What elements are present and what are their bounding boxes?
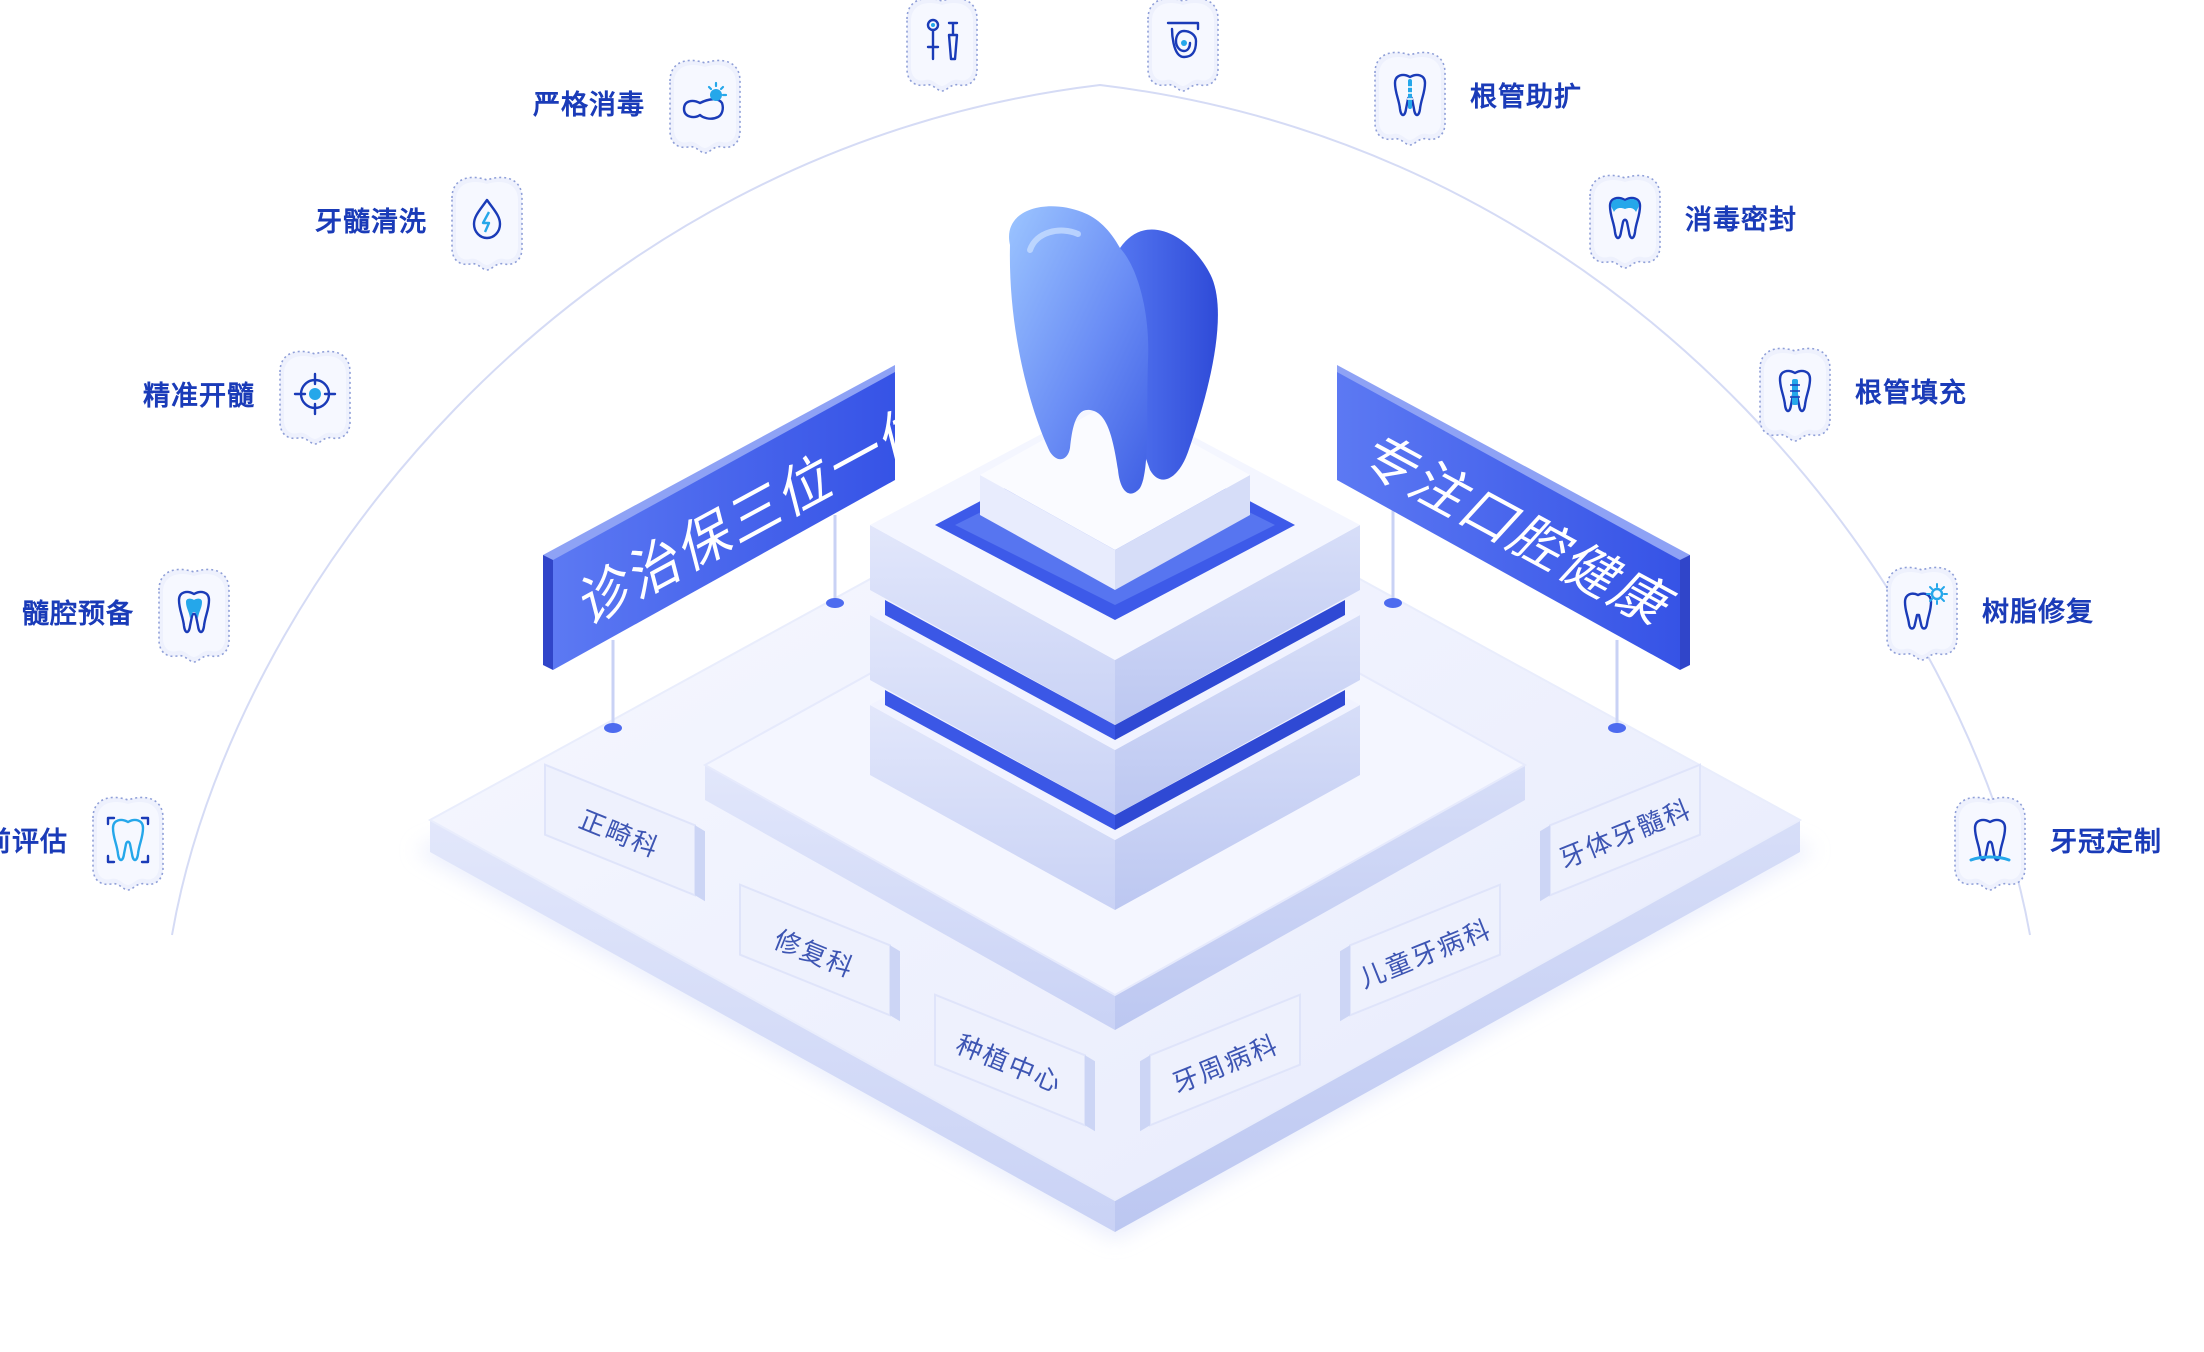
- process-step-label: 牙髓清洗: [315, 207, 427, 237]
- process-step-label: 树脂修复: [1982, 597, 2094, 627]
- tower-band-middle: [885, 600, 1345, 740]
- process-step: [1877, 560, 1967, 664]
- process-step-label: 牙冠定制: [2050, 827, 2162, 857]
- left-banner: [543, 365, 895, 733]
- department-tile-edge: [1340, 945, 1350, 1022]
- process-step-label: 根管填充: [1855, 378, 1967, 408]
- tower-band-bottom: [885, 690, 1345, 830]
- process-step: [660, 53, 750, 157]
- process-step: [1138, 0, 1228, 95]
- process-step: [1580, 168, 1670, 272]
- department-tile-edge: [695, 825, 705, 902]
- process-step-label: 根管助扩: [1470, 82, 1582, 112]
- pulp-cavity-icon: [158, 568, 230, 663]
- process-step: [1365, 45, 1455, 149]
- dental-tools-icon: [906, 0, 978, 92]
- process-step-label: 术前评估: [0, 827, 68, 857]
- resin-repair-icon: [1886, 566, 1958, 661]
- process-step: [442, 170, 532, 274]
- process-step: [1945, 790, 2035, 894]
- measure-icon: [1147, 0, 1219, 92]
- process-step: [897, 0, 987, 95]
- department-tile-edge: [1540, 825, 1550, 902]
- department-tile-edge: [1140, 1055, 1150, 1132]
- department-tile-edge: [890, 945, 900, 1022]
- process-step-label: 消毒密封: [1685, 205, 1797, 235]
- process-step-label: 精准开髓: [143, 381, 255, 411]
- sterilize-icon: [669, 59, 741, 154]
- scan-tooth-icon: [92, 796, 164, 891]
- root-expand-icon: [1374, 51, 1446, 146]
- right-banner: [1337, 365, 1690, 733]
- crosshair-icon: [279, 350, 351, 445]
- department-tile-edge: [1085, 1055, 1095, 1132]
- process-step: [149, 562, 239, 666]
- process-step-label: 髓腔预备: [22, 599, 134, 629]
- department-tiles: [544, 763, 1701, 1132]
- process-step: [83, 790, 173, 894]
- tooth-model: [1009, 206, 1218, 494]
- crown-icon: [1954, 796, 2026, 891]
- seal-tooth-icon: [1589, 174, 1661, 269]
- process-step: [1750, 341, 1840, 445]
- process-step: [270, 344, 360, 448]
- root-fill-icon: [1759, 347, 1831, 442]
- process-step-label: 严格消毒: [533, 90, 645, 120]
- water-drop-icon: [451, 176, 523, 271]
